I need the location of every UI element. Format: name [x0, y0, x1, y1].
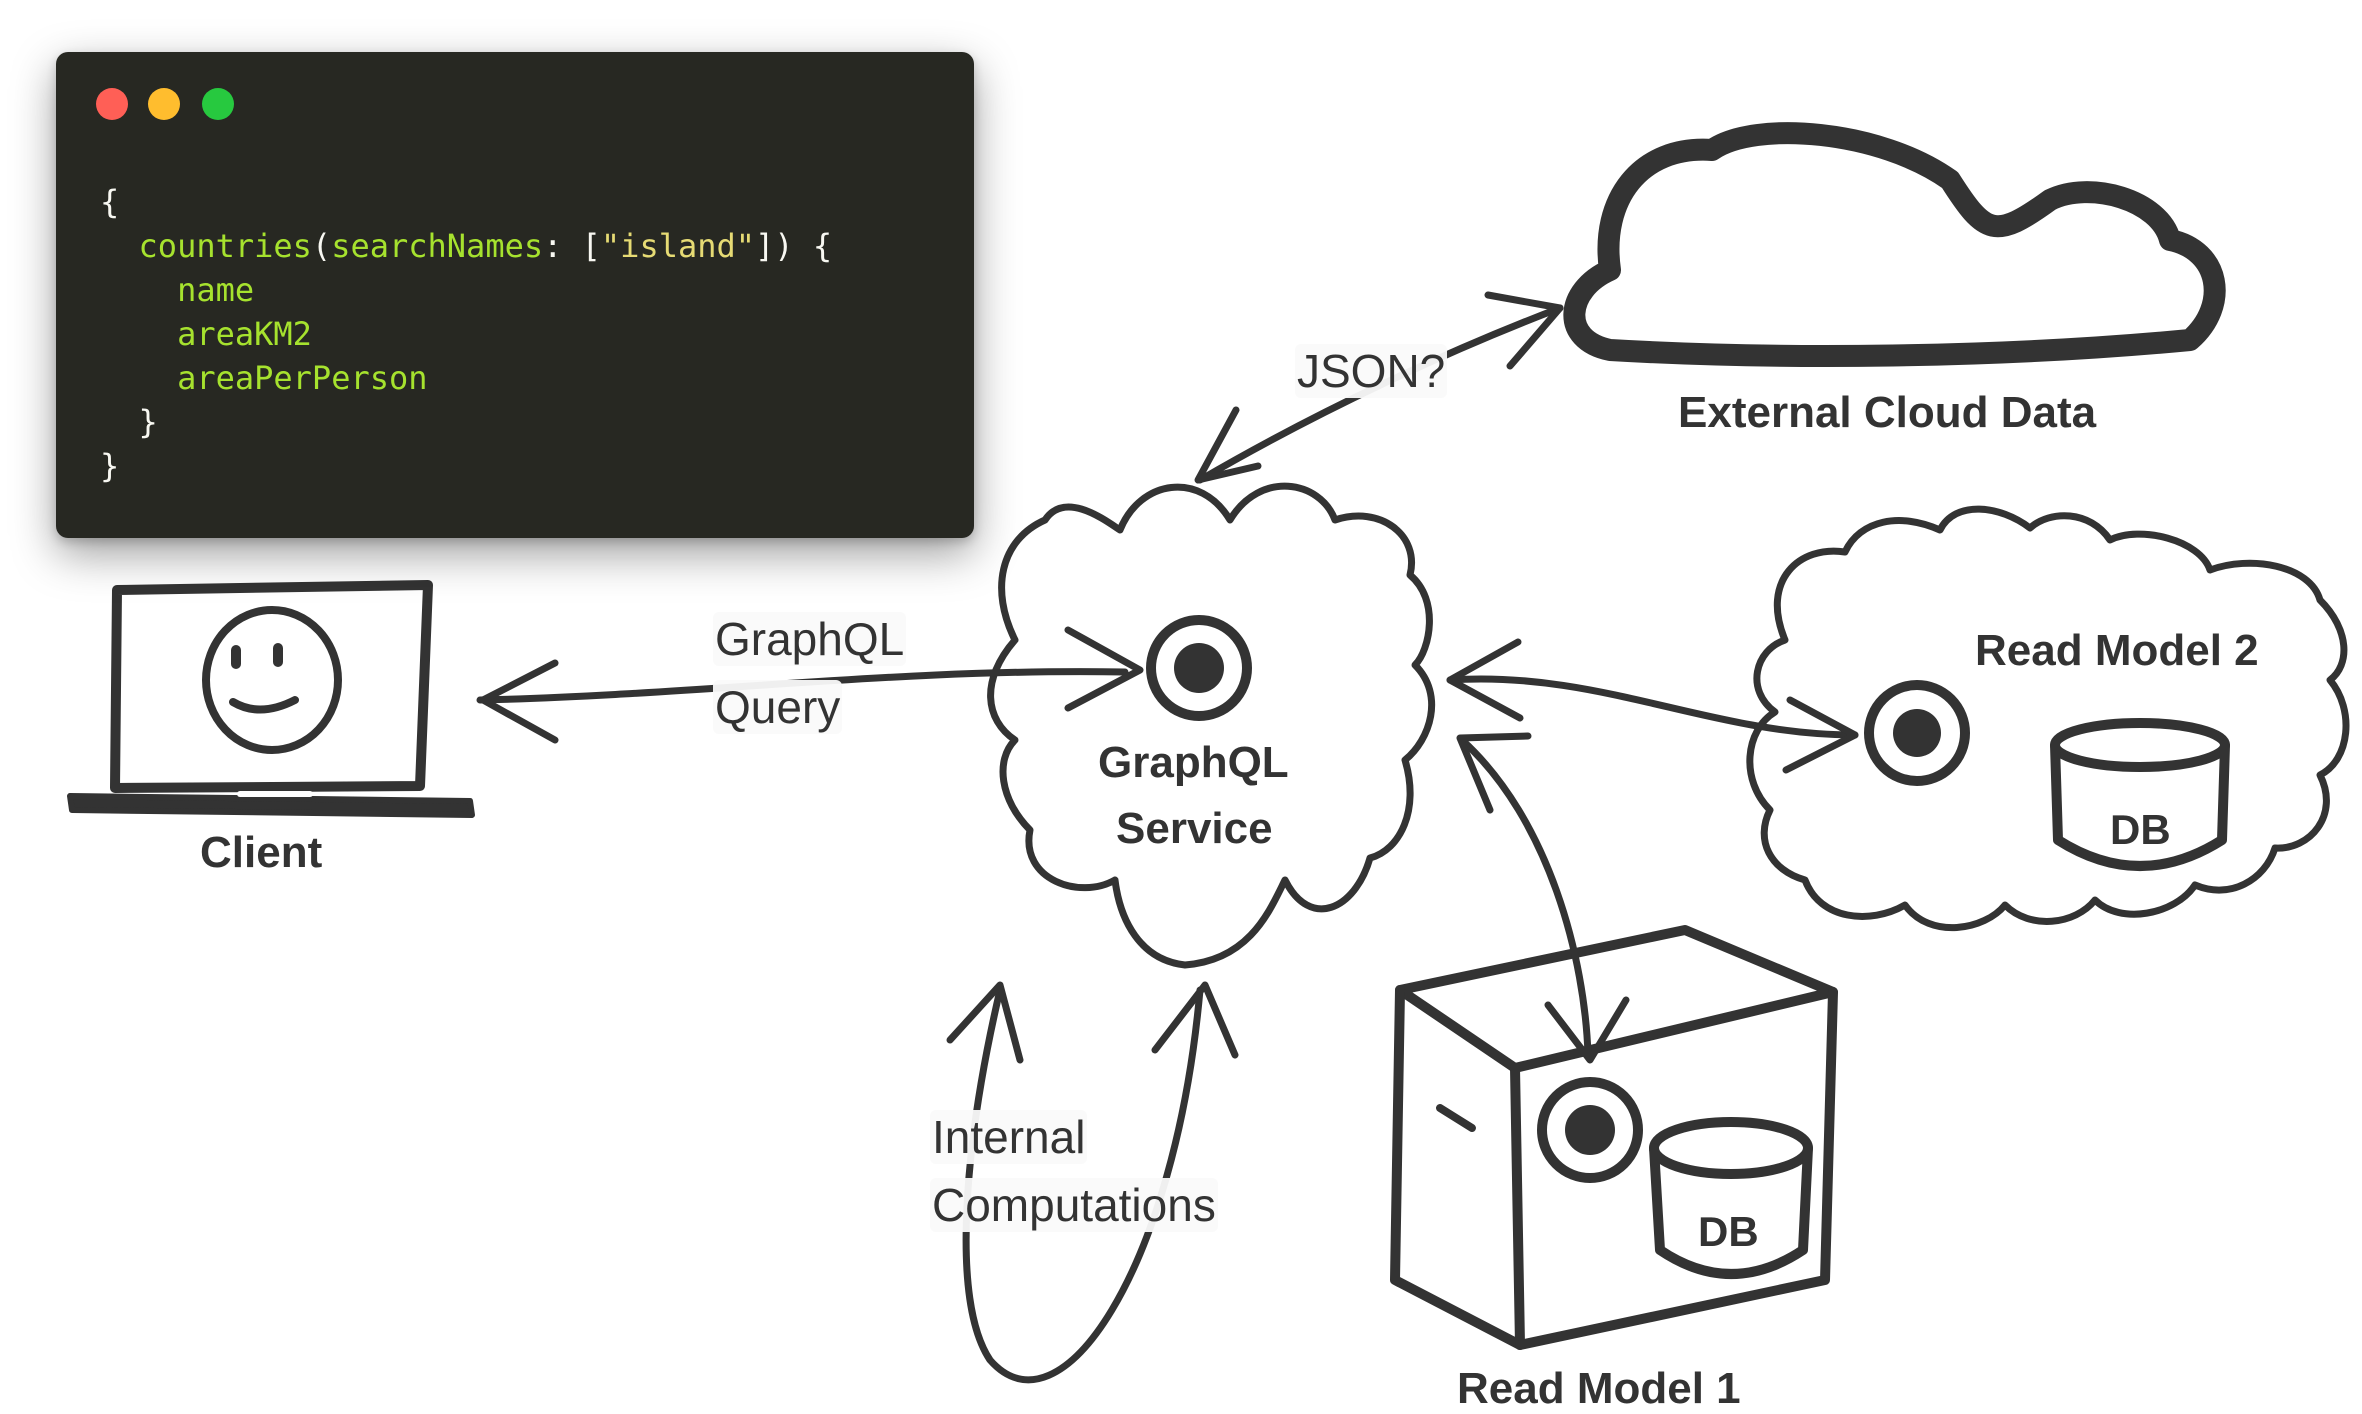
- internal-computations-label-line2: Computations: [930, 1178, 1218, 1232]
- db-label-read-model-2: DB: [2110, 806, 2171, 853]
- read-model-2-label: Read Model 2: [1975, 626, 2259, 675]
- graphql-service-cloud: [987, 482, 1436, 969]
- code-line: areaPerPerson: [177, 359, 428, 397]
- read-model-1-label: Read Model 1: [1457, 1364, 1741, 1413]
- graphql-query-label-line1: GraphQL: [713, 612, 907, 666]
- code-line: areaKM2: [177, 315, 312, 353]
- graphql-query-label-line2: Query: [713, 680, 843, 734]
- cloud-icon: [1563, 122, 2226, 367]
- service-node-icon-read-model-1: [1537, 1077, 1643, 1183]
- graphql-service-label-line2: Service: [1116, 804, 1273, 853]
- json-label: JSON?: [1295, 344, 1448, 398]
- database-icon-read-model-1: [1649, 1117, 1813, 1279]
- box-icon: [1390, 925, 1838, 1350]
- code-line: }: [100, 403, 158, 441]
- window-minimize-dot: [148, 88, 180, 120]
- code-window: { countries(searchNames: ["island"]) { n…: [56, 52, 974, 538]
- external-cloud-data-label: External Cloud Data: [1678, 388, 2097, 437]
- code-line: {: [100, 183, 120, 221]
- database-icon: [2050, 718, 2230, 871]
- graphql-service-label-line1: GraphQL: [1098, 738, 1289, 787]
- service-node-icon: [1146, 615, 1252, 721]
- laptop-smiley-icon: [67, 580, 475, 818]
- internal-computations-label-line1: Internal: [930, 1110, 1088, 1164]
- code-line: name: [177, 271, 255, 309]
- read-model-2-cloud: [1746, 505, 2350, 931]
- read-model-1-arrow: [1456, 732, 1630, 1064]
- service-node-icon-read-model-2: [1864, 680, 1970, 786]
- code-line: }: [100, 447, 120, 485]
- read-model-2-arrow: [1446, 638, 1859, 774]
- window-close-dot: [96, 88, 128, 120]
- code-line: countries(searchNames: ["island"]) {: [138, 227, 833, 265]
- window-maximize-dot: [202, 88, 234, 120]
- client-label: Client: [200, 828, 323, 877]
- db-label-read-model-1: DB: [1698, 1208, 1759, 1255]
- graphql-query-code: { countries(searchNames: ["island"]) { n…: [100, 180, 832, 488]
